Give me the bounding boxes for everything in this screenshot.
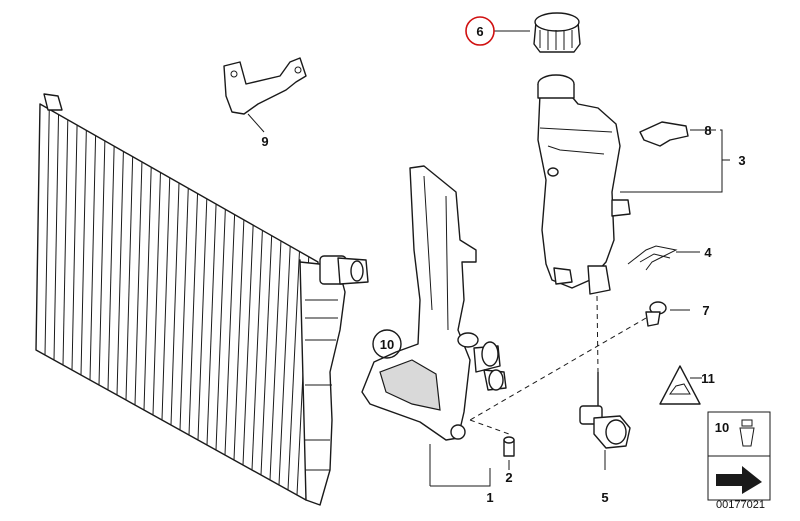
radiator-fin xyxy=(197,198,208,441)
coolant-bracket-part-1[interactable] xyxy=(361,165,507,487)
radiator-fin xyxy=(233,219,245,461)
warning-label-part-11[interactable] xyxy=(659,365,702,405)
filler-cap-part-6[interactable] xyxy=(494,12,581,53)
wire-clip-part-4[interactable] xyxy=(627,245,700,271)
clip-part-8[interactable] xyxy=(639,121,716,147)
rivet-icon xyxy=(739,419,755,447)
radiator-fin xyxy=(269,240,282,481)
radiator-fin xyxy=(242,225,254,466)
callout-1[interactable]: 1 xyxy=(486,490,493,505)
radiator-fin xyxy=(116,151,124,396)
radiator-fin xyxy=(251,230,263,471)
callout-3[interactable]: 3 xyxy=(738,153,745,168)
radiator-fin xyxy=(215,209,226,451)
level-sensor-part-5[interactable] xyxy=(579,372,631,470)
expansion-tank-part-3[interactable] xyxy=(537,74,730,373)
radiator-fin xyxy=(134,161,143,406)
bracket-part-9[interactable] xyxy=(223,57,307,133)
callout-8[interactable]: 8 xyxy=(704,123,711,138)
callout-2[interactable]: 2 xyxy=(505,470,512,485)
callout-10[interactable]: 10 xyxy=(380,337,394,352)
callout-4[interactable]: 4 xyxy=(704,245,712,260)
radiator-fin xyxy=(206,204,217,446)
callout-7[interactable]: 7 xyxy=(702,303,709,318)
radiator-fin xyxy=(260,235,273,476)
radiator-fin xyxy=(80,130,87,376)
legend-box xyxy=(707,411,771,501)
radiator-fin xyxy=(152,172,161,416)
callout-5[interactable]: 5 xyxy=(601,490,608,505)
callout-6[interactable]: 6 xyxy=(476,24,483,39)
legend-callout-10: 10 xyxy=(715,420,729,435)
radiator-fin xyxy=(224,214,236,456)
radiator-fin xyxy=(107,146,115,391)
highlight-circle xyxy=(465,16,495,46)
document-number: 00177021 xyxy=(716,499,765,511)
radiator-fin xyxy=(53,114,60,361)
radiator-fin xyxy=(170,182,180,426)
arrow-icon xyxy=(716,466,762,494)
radiator-fin xyxy=(44,109,50,356)
radiator-fin xyxy=(278,246,291,486)
screw-part-7[interactable] xyxy=(469,301,690,421)
radiator-fin xyxy=(161,177,171,421)
radiator-fin xyxy=(143,167,152,411)
radiator-fin xyxy=(287,251,300,491)
radiator-fin xyxy=(98,140,106,386)
callout-9[interactable]: 9 xyxy=(261,134,268,149)
radiator[interactable] xyxy=(35,93,369,506)
nipple-part-2[interactable] xyxy=(469,419,515,470)
radiator-fin xyxy=(71,125,78,371)
callout-11[interactable]: 11 xyxy=(701,371,715,386)
radiator-fin xyxy=(125,156,134,401)
callout-circle-10 xyxy=(372,329,402,359)
radiator-fin xyxy=(188,193,199,436)
radiator-fin xyxy=(62,119,69,366)
radiator-fin xyxy=(89,135,97,381)
radiator-fin xyxy=(179,188,189,431)
